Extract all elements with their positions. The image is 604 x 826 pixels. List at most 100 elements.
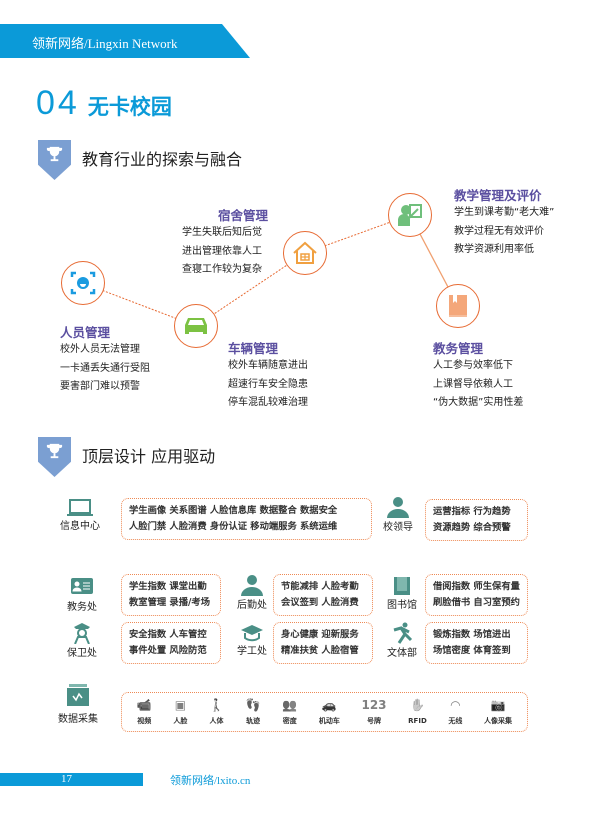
group-sports: 文体部 (372, 622, 432, 659)
box-line: 锻炼指数 场馆进出 (433, 629, 511, 640)
graduation-cap-icon (241, 625, 263, 642)
text-teaching: 教学管理及评价学生到课考勤“老大难”教学过程无有效评价教学资源利用率低 (454, 185, 554, 260)
house-icon (293, 241, 317, 264)
student-affairs-box: 身心健康 迎新服务精准扶贫 人脸宿管 (273, 622, 373, 664)
wifi-icon: ◠ (450, 698, 461, 712)
acquisition-item: 👥密度 (282, 697, 297, 729)
box-line: 精准扶贫 人脸宿管 (281, 645, 359, 656)
acquisition-label: 人体 (209, 717, 224, 725)
acquisition-item: 123 号牌 (361, 697, 386, 729)
acquisition-label: 轨迹 (246, 717, 261, 725)
box-line: 学生指数 课堂出勤 (129, 581, 207, 592)
node-line: 一卡通丢失通行受阻 (60, 362, 150, 374)
node-line: 上课督导依赖人工 (433, 378, 513, 390)
camera-icon: 📹 (136, 698, 152, 712)
acquisition-box: 📹 视频 ▣ 人脸 🚶 人体 👣轨迹 👥密度 🚗 机动车 123 号牌 ✋ RFID ◠ 无线 📷人像采集 (121, 692, 528, 732)
acquisition-label: 号牌 (367, 717, 381, 725)
page-number: 17 (61, 773, 72, 785)
group-label: 后勤处 (237, 600, 267, 611)
teacher-icon (398, 204, 422, 226)
car-icon: 🚗 (321, 698, 337, 712)
group-label: 校领导 (383, 522, 413, 533)
data-stack-icon (67, 684, 89, 706)
footer-url: 领新网络/lxito.cn (170, 775, 251, 787)
box-line: 借阅指数 师生保有量 (433, 581, 520, 592)
acquisition-label: 机动车 (318, 717, 340, 725)
acquisition-item: ◠ 无线 (448, 697, 462, 729)
node-line: 查寝工作较为复杂 (182, 264, 262, 275)
node-line: 停车混乱较难治理 (228, 397, 308, 408)
book-icon (449, 295, 467, 317)
box-line: 刷脸借书 自习室预约 (433, 597, 520, 608)
box-line: 节能减排 人脸考勤 (281, 581, 359, 592)
group-label: 图书馆 (387, 600, 417, 611)
node-line: 校外人员无法管理 (60, 344, 140, 355)
acquisition-label: RFID (408, 717, 427, 725)
node-line: 进出管理依靠人工 (182, 245, 262, 257)
box-line: 会议签到 人脸消费 (281, 597, 359, 608)
node-line: 教学过程无有效评价 (454, 225, 544, 237)
node-title: 人员管理 (60, 325, 111, 340)
node-line: 超速行车安全隐患 (228, 378, 308, 390)
node-line: 教学资源利用率低 (454, 244, 534, 255)
group-label: 信息中心 (60, 521, 100, 532)
group-info-center: 信息中心 (50, 499, 110, 532)
chapter-title: 无卡校园 (87, 95, 172, 119)
node-personnel (61, 261, 105, 305)
node-line: 校外车辆随意进出 (228, 360, 308, 371)
acquisition-label: 密度 (282, 717, 297, 725)
acquisition-item: ✋ RFID (408, 697, 427, 729)
banner-text: 领新网络/Lingxin Network (32, 36, 178, 51)
box-line: 教室管理 录播/考场 (129, 597, 211, 608)
group-data-acquisition: 数据采集 (48, 684, 114, 725)
box-line: 场馆密度 体育签到 (433, 645, 511, 656)
sports-icon (393, 622, 413, 644)
footer-bar: 17 (0, 773, 143, 786)
acquisition-label: 视频 (137, 717, 152, 725)
acquisition-label: 人像采集 (484, 717, 513, 725)
group-label: 教务处 (67, 602, 97, 613)
plate-icon: 123 (361, 698, 387, 712)
box-line: 资源趋势 综合预警 (433, 522, 511, 533)
text-dorm: 宿舍管理学生失联后知后觉进出管理依靠人工查寝工作较为复杂 (182, 205, 268, 280)
node-line: 学生失联后知后觉 (182, 227, 262, 238)
group-library: 图书馆 (372, 576, 432, 611)
info-center-box: 学生画像 关系图谱 人脸信息库 数据整合 数据安全人脸门禁 人脸消费 身份认证 … (121, 498, 372, 540)
node-title: 车辆管理 (228, 341, 279, 356)
chapter-number: 04 (36, 84, 80, 122)
section2-title: 顶层设计 应用驱动 (82, 447, 216, 466)
text-vehicle: 车辆管理校外车辆随意进出超速行车安全隐患停车混乱较难治理 (228, 338, 308, 413)
acquisition-label: 人脸 (173, 717, 188, 725)
acquisition-item: 🚶 人体 (209, 697, 224, 729)
acquisition-item: 🚗 机动车 (319, 697, 340, 729)
node-teaching (388, 193, 432, 237)
box-line: 安全指数 人车管控 (129, 629, 207, 640)
acquisition-item: 📷人像采集 (484, 697, 512, 729)
id-card-icon (71, 578, 93, 594)
logistics-box: 节能减排 人脸考勤会议签到 人脸消费 (273, 574, 373, 616)
walker-icon: 🚶 (209, 698, 224, 712)
node-line: 人工参与效率低下 (433, 360, 513, 371)
text-personnel: 人员管理校外人员无法管理一卡通丢失通行受阻要害部门难以预警 (60, 322, 150, 397)
node-title: 教学管理及评价 (454, 188, 542, 203)
academic-affairs-box: 学生指数 课堂出勤教室管理 录播/考场 (121, 574, 221, 616)
box-line: 人脸门禁 人脸消费 身份认证 移动端服务 系统运维 (129, 521, 338, 532)
acquisition-item: 📹 视频 (137, 697, 152, 729)
box-line: 身心健康 迎新服务 (281, 629, 359, 640)
leader-box: 运营指标 行为趋势资源趋势 综合预警 (425, 499, 528, 541)
group-label: 数据采集 (58, 714, 98, 725)
acquisition-item: ▣ 人脸 (173, 697, 187, 729)
node-dorm (283, 231, 327, 275)
group-logistics: 后勤处 (222, 574, 282, 611)
group-security: 保卫处 (52, 622, 112, 659)
box-line: 运营指标 行为趋势 (433, 506, 511, 517)
node-academic (436, 284, 480, 328)
face-icon: ▣ (174, 698, 187, 712)
acquisition-label: 无线 (448, 717, 463, 725)
box-line: 事件处置 风险防范 (129, 645, 207, 656)
acquisition-item: 👣轨迹 (246, 697, 261, 729)
face-scan-icon (70, 271, 96, 295)
header-banner: 领新网络/Lingxin Network (0, 24, 250, 58)
rfid-icon: ✋ (409, 698, 425, 712)
group-label: 学工处 (237, 646, 267, 657)
